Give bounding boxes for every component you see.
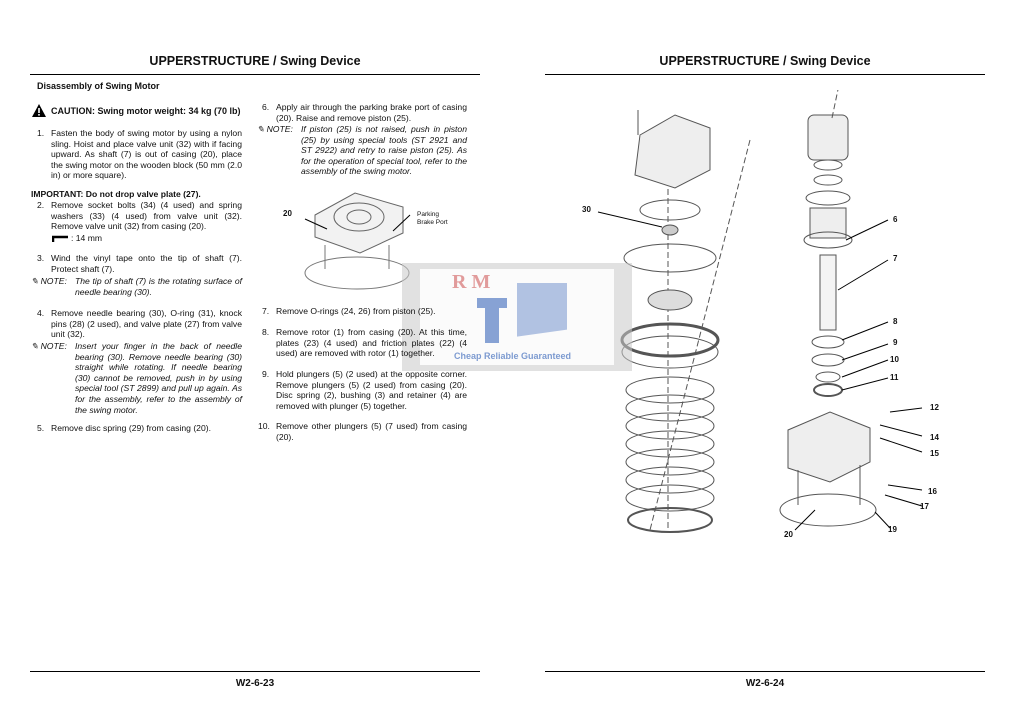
note-1: ✎ NOTE:The tip of shaft (7) is the rotat… [31,276,242,297]
callout-10: 10 [890,355,899,364]
step-2: 2.Remove socket bolts (34) (4 used) and … [37,200,242,232]
step-1: 1.Fasten the body of swing motor by usin… [37,128,242,181]
callout-20: 20 [784,530,793,539]
footer-divider-right [545,671,985,672]
watermark-logo-text: R M [452,271,491,293]
important-text: IMPORTANT: Do not drop valve plate (27). [31,189,201,199]
callout-30: 30 [582,205,591,214]
callout-6: 6 [893,215,898,224]
step-6: 6.Apply air through the parking brake po… [262,102,467,123]
left-page-header: UPPERSTRUCTURE / Swing Device [149,54,361,68]
watermark-tagline: Cheap Reliable Guaranteed [454,351,572,361]
casing-figure [304,192,411,290]
page-number-left: W2-6-23 [235,678,275,689]
warning-icon [32,104,46,117]
exploded-view-diagram [597,90,923,533]
footer-divider [30,671,480,672]
callout-17: 17 [920,502,929,511]
callout-7: 7 [893,254,898,263]
watermark-logo-icon [477,283,567,343]
step-7: 7.Remove O-rings (24, 26) from piston (2… [262,306,436,316]
note-2: ✎ NOTE:Insert your finger in the back of… [31,341,242,415]
callout-12: 12 [930,403,939,412]
caution-text: CAUTION: Swing motor weight: 34 kg (70 l… [51,105,241,116]
header-divider [30,74,480,75]
note-3: ✎ NOTE:If piston (25) is not raised, pus… [257,124,467,177]
step-8: 8.Remove rotor (1) from casing (20). At … [262,327,467,359]
header-divider-right [545,74,985,75]
caution-line: CAUTION: Swing motor weight: 34 kg (70 l… [32,104,241,117]
figure-callout-20: 20 [283,209,292,218]
page-number-right: W2-6-24 [745,678,785,689]
wrench-size: : 14 mm [52,233,102,243]
callout-16: 16 [928,487,937,496]
callout-8: 8 [893,317,898,326]
callout-14: 14 [930,433,939,442]
callout-11: 11 [890,373,899,382]
watermark: R M Cheap Reliable Guaranteed [402,263,632,371]
step-5: 5.Remove disc spring (29) from casing (2… [37,423,211,433]
step-3: 3.Wind the vinyl tape onto the tip of sh… [37,253,242,274]
step-9: 9.Hold plungers (5) (2 used) at the oppo… [262,369,467,411]
hex-wrench-icon [52,235,68,242]
step-10: 10.Remove other plungers (5) (7 used) fr… [258,421,467,442]
right-page-header: UPPERSTRUCTURE / Swing Device [659,54,871,68]
callout-15: 15 [930,449,939,458]
callout-9: 9 [893,338,898,347]
step-4: 4.Remove needle bearing (30), O-ring (31… [37,308,242,340]
section-title: Disassembly of Swing Motor [37,81,160,91]
callout-19: 19 [888,525,897,534]
